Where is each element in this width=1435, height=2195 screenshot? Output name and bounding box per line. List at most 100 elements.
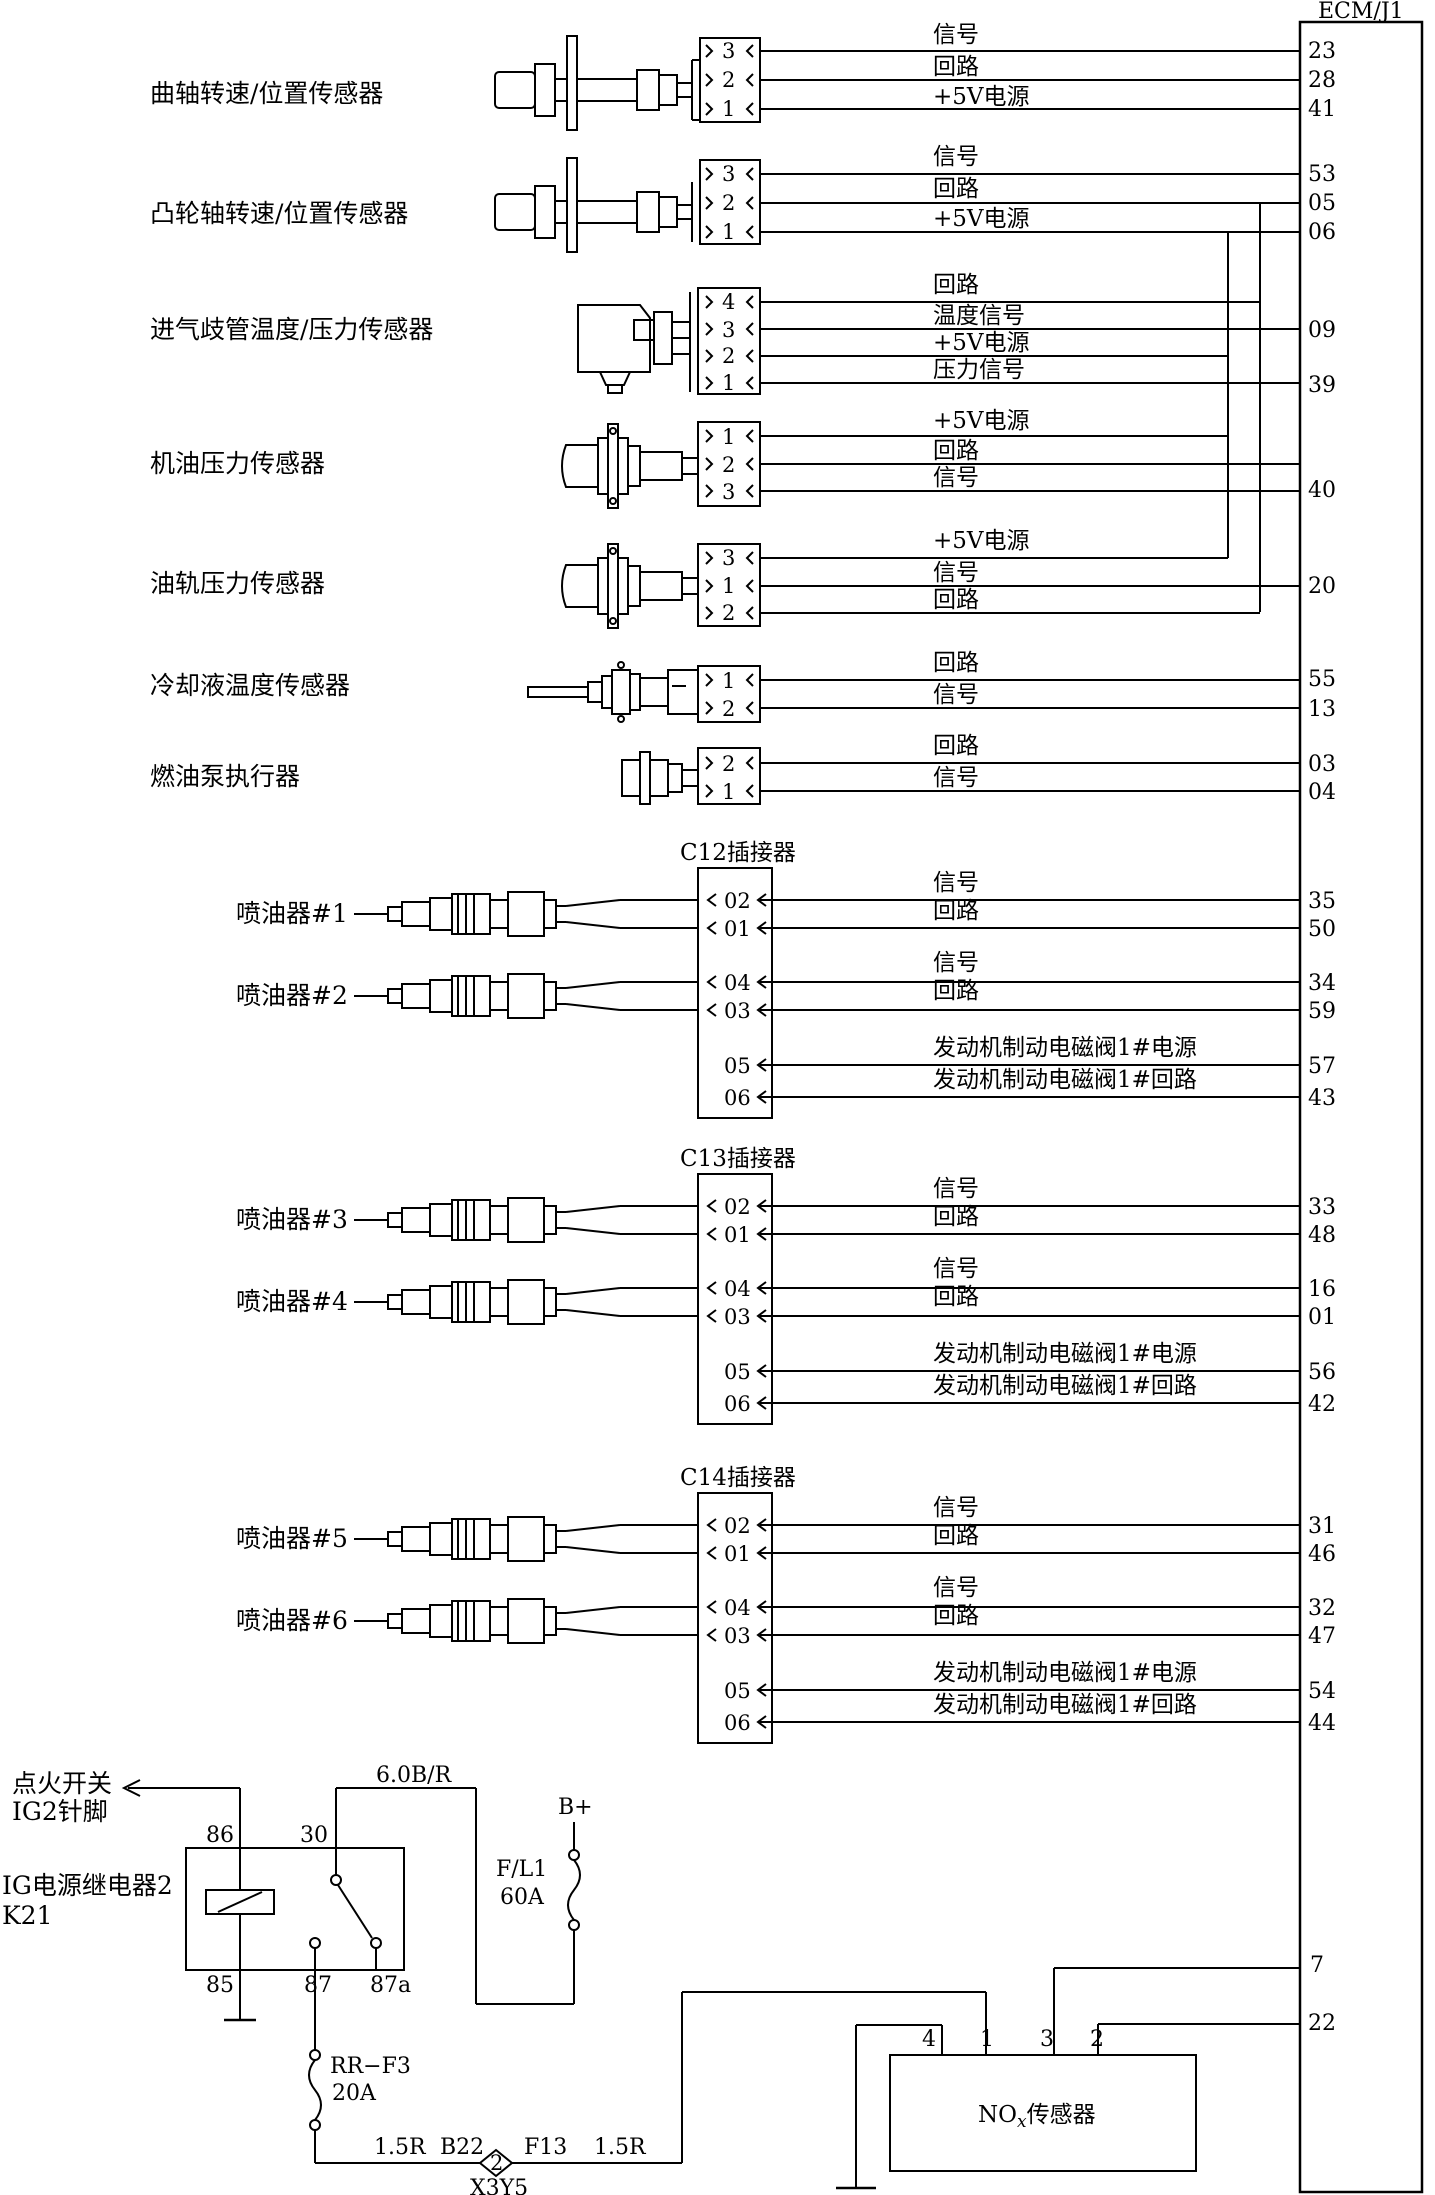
- signal-label: 信号: [933, 1495, 979, 1521]
- ecm-pin: 01: [1308, 1305, 1336, 1330]
- sensor-intake-manifold: 进气歧管温度/压力传感器 4 3 2 1 回路 温度信号 +5V电源 压力信号 …: [150, 272, 1336, 398]
- injector-groups: C12插接器喷油器#1喷油器#202信号3501回路5004信号3403回路59…: [236, 840, 1336, 1744]
- ecm-pin: 47: [1308, 1624, 1336, 1649]
- connector-pin: 01: [724, 917, 751, 941]
- pin: 3: [722, 162, 735, 186]
- fuse-label: 20A: [332, 2081, 377, 2106]
- signal-label: 信号: [933, 682, 979, 708]
- nox-pin: 3: [1040, 2027, 1054, 2052]
- conn-pin: 2: [490, 2151, 503, 2175]
- signal-label: +5V电源: [933, 330, 1030, 356]
- connector-pin: 04: [724, 971, 751, 995]
- nox-pin: 4: [922, 2027, 936, 2052]
- ecm-label: ECM/J1: [1318, 0, 1404, 24]
- signal-label: 发动机制动电磁阀1#电源: [933, 1035, 1197, 1061]
- pin: 2: [722, 752, 735, 776]
- pin: 2: [722, 697, 735, 721]
- pin: 3: [722, 546, 735, 570]
- injector-name: 喷油器#4: [236, 1287, 348, 1316]
- injector-name: 喷油器#5: [236, 1524, 348, 1553]
- conn-name: X3Y5: [470, 2176, 528, 2195]
- pin: 1: [722, 97, 735, 121]
- ecm-pin: 32: [1308, 1596, 1336, 1621]
- signal-label: 回路: [933, 1523, 979, 1549]
- connector-pin: 01: [724, 1542, 751, 1566]
- nox-label: NOx传感器: [978, 2102, 1096, 2132]
- signal-label: 发动机制动电磁阀1#电源: [933, 1660, 1197, 1686]
- signal-label: 发动机制动电磁阀1#回路: [933, 1373, 1197, 1399]
- connector-pin: 02: [724, 1195, 751, 1219]
- ecm-pin: 57: [1308, 1054, 1336, 1079]
- fuse-label: F/L1: [496, 1857, 547, 1882]
- pin: 1: [722, 425, 735, 449]
- injector-connector-group: C12插接器喷油器#1喷油器#202信号3501回路5004信号3403回路59…: [236, 840, 1336, 1119]
- injector-connector-group: C13插接器喷油器#3喷油器#402信号3301回路4804信号1603回路01…: [236, 1146, 1336, 1425]
- ecm-pin: 09: [1308, 318, 1336, 343]
- nox-pin: 1: [980, 2027, 994, 2052]
- ecm-pin: 46: [1308, 1542, 1336, 1567]
- signal-label: 信号: [933, 765, 979, 791]
- ecm-pin: 7: [1310, 1953, 1324, 1978]
- pin: 1: [722, 669, 735, 693]
- sensor-name: 进气歧管温度/压力传感器: [150, 315, 433, 344]
- ecm-pin: 59: [1308, 999, 1336, 1024]
- signal-label: 回路: [933, 1603, 979, 1629]
- pin: 1: [722, 220, 735, 244]
- signal-label: 信号: [933, 1575, 979, 1601]
- connector-title: C14插接器: [680, 1465, 796, 1491]
- relay-name: IG电源继电器2: [2, 1871, 173, 1900]
- wire-label: 1.5R: [594, 2135, 647, 2160]
- signal-label: 回路: [933, 978, 979, 1004]
- ecm-pin: 41: [1308, 97, 1336, 122]
- ecm-pin: 06: [1308, 220, 1336, 245]
- fuse-label: 60A: [500, 1885, 545, 1910]
- injector-name: 喷油器#6: [236, 1606, 348, 1635]
- wire-label: 1.5R: [374, 2135, 427, 2160]
- signal-label: 回路: [933, 438, 979, 464]
- connector-pin: 06: [724, 1392, 751, 1416]
- connector-pin: 04: [724, 1277, 751, 1301]
- connector-title: C12插接器: [680, 840, 796, 866]
- sensor-name: 冷却液温度传感器: [150, 671, 350, 700]
- ecm-pin: 03: [1308, 752, 1336, 777]
- injector-name: 喷油器#2: [236, 981, 348, 1010]
- connector-pin: 03: [724, 1305, 751, 1329]
- sensor-name: 凸轮轴转速/位置传感器: [150, 199, 408, 228]
- connector-pin: 04: [724, 1596, 751, 1620]
- signal-label: +5V电源: [933, 206, 1030, 232]
- relay-pin: 30: [300, 1823, 328, 1848]
- pin: 4: [722, 290, 735, 314]
- pin: 2: [722, 344, 735, 368]
- signal-label: 回路: [933, 54, 979, 80]
- connector-pin: 05: [724, 1679, 751, 1703]
- relay-circuit: 点火开关 IG2针脚 86 30 IG电源继电器2 K21 85 87 87a …: [2, 1763, 987, 2195]
- wire-label: 6.0B/R: [376, 1763, 453, 1788]
- sensor-name: 燃油泵执行器: [150, 762, 300, 791]
- connector-pin: 06: [724, 1711, 751, 1735]
- relay-pin: 85: [206, 1973, 234, 1998]
- connector-pin: 02: [724, 1514, 751, 1538]
- ecm-pin: 54: [1308, 1679, 1336, 1704]
- nox-sensor: NOx传感器 4 1 3 2 7 22: [836, 1953, 1336, 2190]
- signal-label: 温度信号: [933, 303, 1025, 329]
- connector-pin: 03: [724, 1624, 751, 1648]
- connector-title: C13插接器: [680, 1146, 796, 1172]
- pin: 1: [722, 780, 735, 804]
- ecm-pin: 50: [1308, 917, 1336, 942]
- connector-box: [697, 1173, 773, 1425]
- actuator-fuel-pump: 燃油泵执行器 2 1 回路 信号 03 04: [150, 733, 1336, 805]
- ecm-pin: 16: [1308, 1277, 1336, 1302]
- ecm-pin: 28: [1308, 68, 1336, 93]
- signal-label: +5V电源: [933, 528, 1030, 554]
- ecm-pin: 13: [1308, 697, 1336, 722]
- connector-pin: 06: [724, 1086, 751, 1110]
- wire-label: F13: [524, 2135, 567, 2160]
- ecm-pin: 05: [1308, 191, 1336, 216]
- sensor-crankshaft: 曲轴转速/位置传感器 3 2 1 信号 回路 +5V电源 23 28 41: [150, 22, 1336, 131]
- signal-label: 发动机制动电磁阀1#电源: [933, 1341, 1197, 1367]
- pin: 2: [722, 191, 735, 215]
- signal-label: +5V电源: [933, 84, 1030, 110]
- connector-pin: 05: [724, 1054, 751, 1078]
- nox-box: [889, 2054, 1197, 2172]
- signal-label: 信号: [933, 560, 979, 586]
